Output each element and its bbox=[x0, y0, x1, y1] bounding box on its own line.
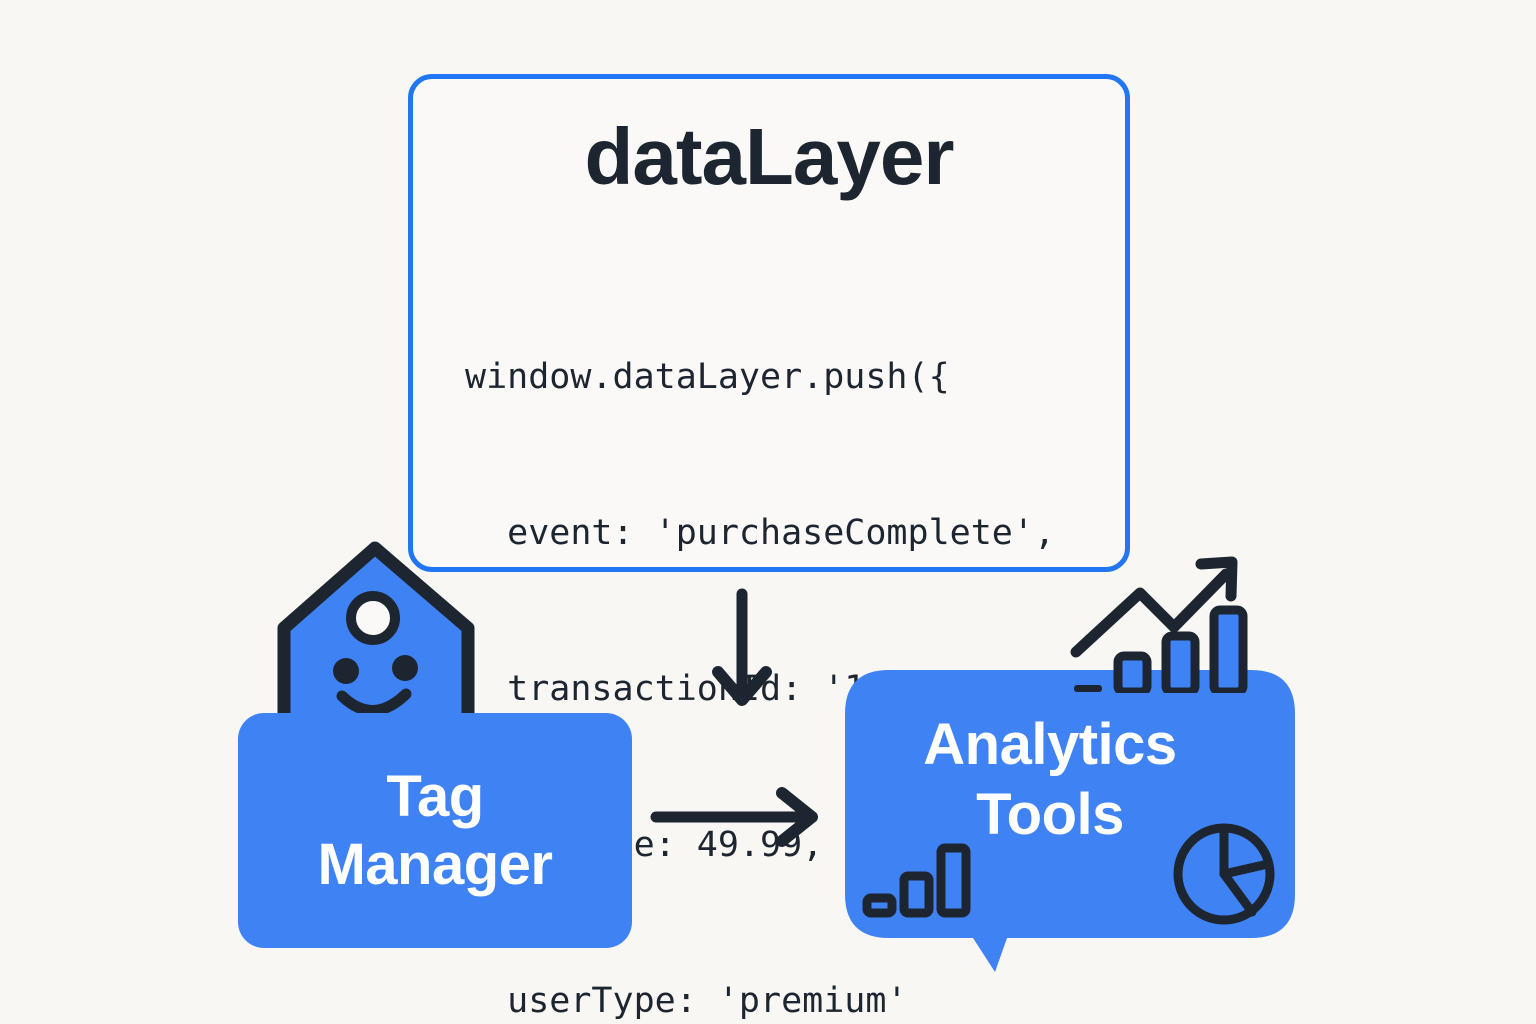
datalayer-code-card: dataLayer window.dataLayer.push({ event:… bbox=[408, 74, 1130, 1021]
arrow-right-tagmanager-to-analytics bbox=[650, 787, 818, 847]
arrow-down-datalayer-to-tagmanager bbox=[712, 588, 772, 706]
pie-chart-icon bbox=[1173, 823, 1275, 925]
code-line: window.dataLayer.push({ bbox=[465, 357, 950, 397]
tag-manager-label-line2: Manager bbox=[317, 832, 553, 897]
code-line: userType: 'premium' bbox=[465, 981, 908, 1021]
tag-manager-label-line1: Tag bbox=[386, 764, 484, 829]
tag-smiley-icon bbox=[277, 541, 475, 740]
tag-manager-box[interactable]: Tag Manager bbox=[238, 713, 632, 948]
tag-manager-label: Tag Manager bbox=[238, 763, 632, 899]
growth-line-chart-icon bbox=[1070, 556, 1248, 693]
bar-chart-icon bbox=[862, 843, 971, 918]
code-line: event: 'purchaseComplete', bbox=[465, 513, 1056, 553]
page-title: dataLayer bbox=[584, 112, 955, 201]
